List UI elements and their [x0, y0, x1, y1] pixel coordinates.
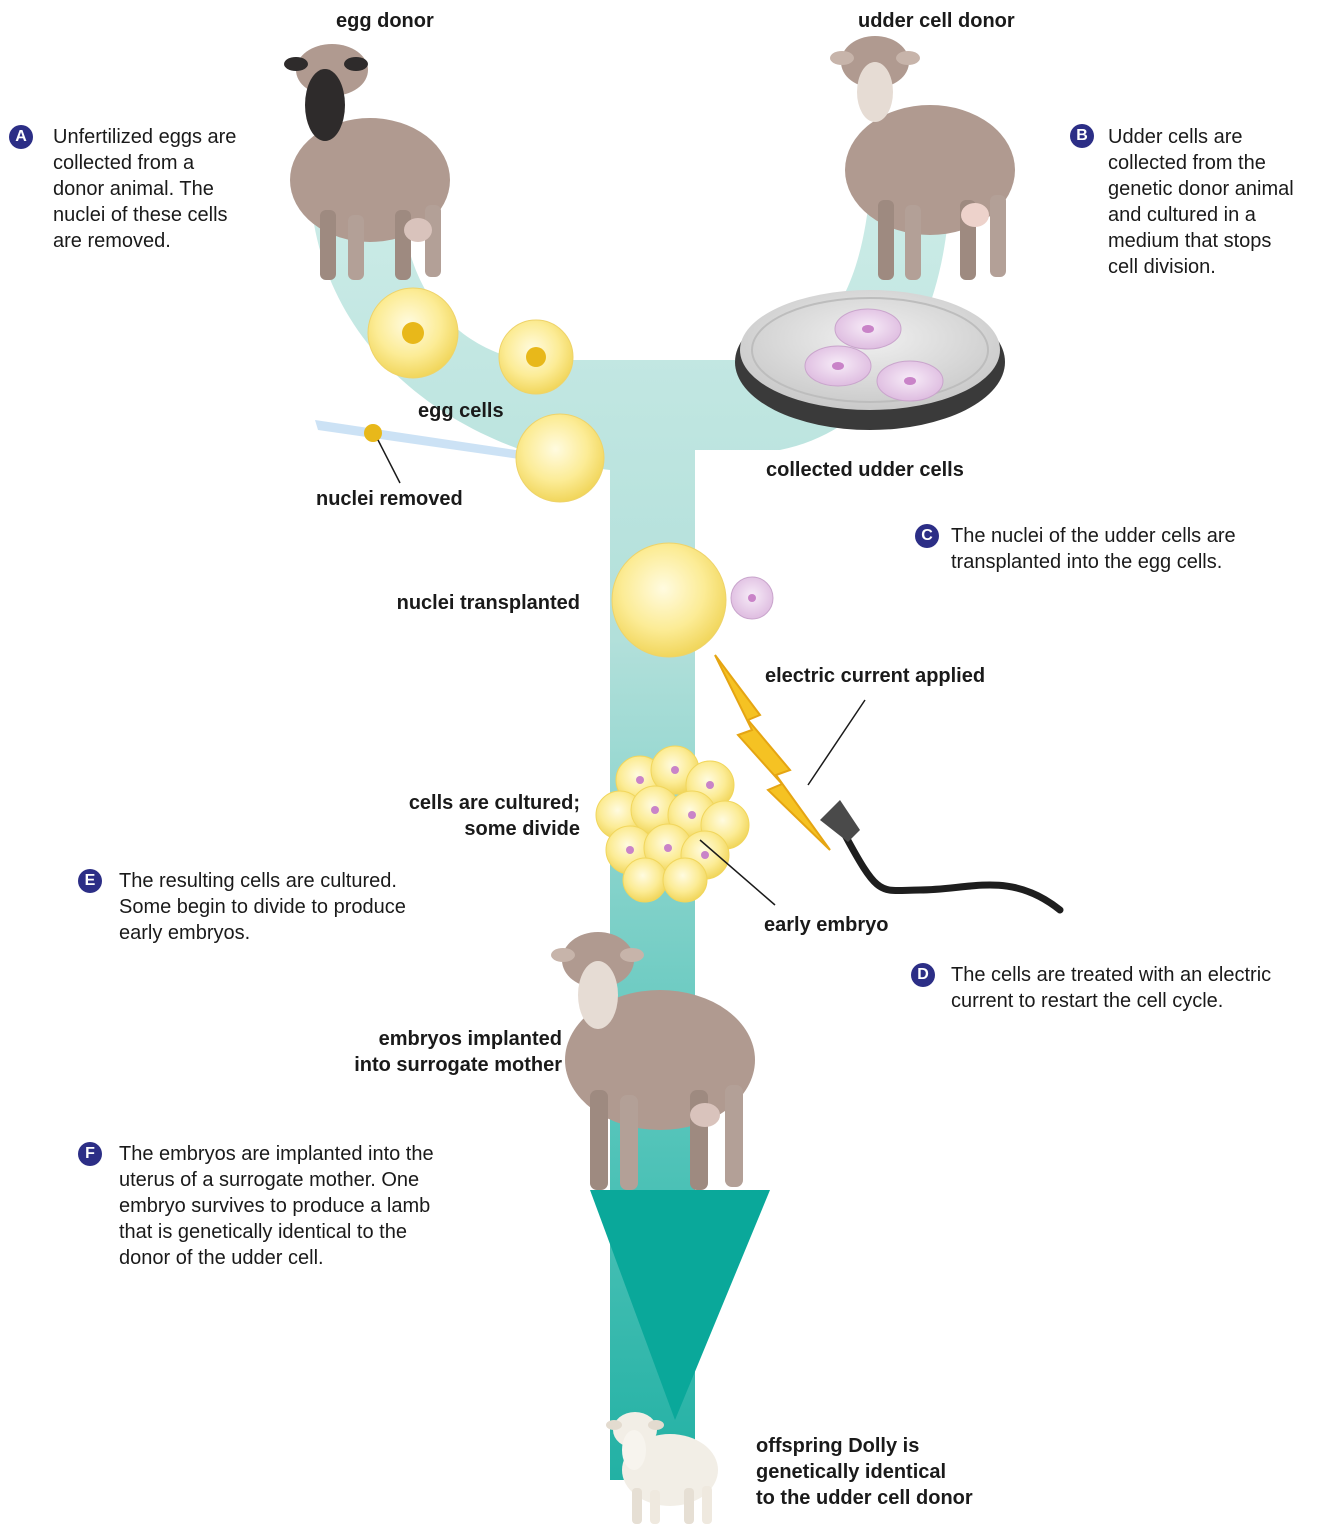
embryos-implanted-label: embryos implanted into surrogate mother — [300, 1026, 562, 1078]
electrode-wire — [820, 800, 1060, 910]
step-d-badge: D — [911, 963, 935, 987]
step-c-badge: C — [915, 524, 939, 548]
early-embryo-label: early embryo — [764, 912, 889, 938]
step-e-text: The resulting cells are cultured. Some b… — [119, 868, 499, 946]
step-b-badge: B — [1070, 124, 1094, 148]
cells-cultured-label: cells are cultured; some divide — [360, 790, 580, 842]
nuclei-transplanted-label: nuclei transplanted — [340, 590, 580, 616]
electric-current-applied-label: electric current applied — [765, 663, 985, 689]
step-e-badge: E — [78, 869, 102, 893]
step-a-badge: A — [9, 125, 33, 149]
transplant-egg-cell — [612, 543, 726, 657]
donor-nucleus-cell — [731, 577, 773, 619]
enucleated-egg-cell — [516, 414, 604, 502]
offspring-dolly-label: offspring Dolly is genetically identical… — [756, 1433, 973, 1511]
electric-current-leader — [808, 700, 865, 785]
udder-cell-donor-label: udder cell donor — [858, 8, 1015, 34]
step-d-text: The cells are treated with an electric c… — [951, 962, 1336, 1014]
egg-cells-label: egg cells — [418, 398, 504, 424]
step-b-text: Udder cells are collected from the genet… — [1108, 124, 1338, 280]
step-f-badge: F — [78, 1142, 102, 1166]
step-a-text: Unfertilized eggs are collected from a d… — [53, 124, 293, 254]
step-f-text: The embryos are implanted into the uteru… — [119, 1141, 519, 1271]
step-c-text: The nuclei of the udder cells are transp… — [951, 523, 1321, 575]
egg-donor-label: egg donor — [336, 8, 434, 34]
nuclei-removed-label: nuclei removed — [316, 486, 463, 512]
collected-udder-cells-label: collected udder cells — [766, 457, 964, 483]
